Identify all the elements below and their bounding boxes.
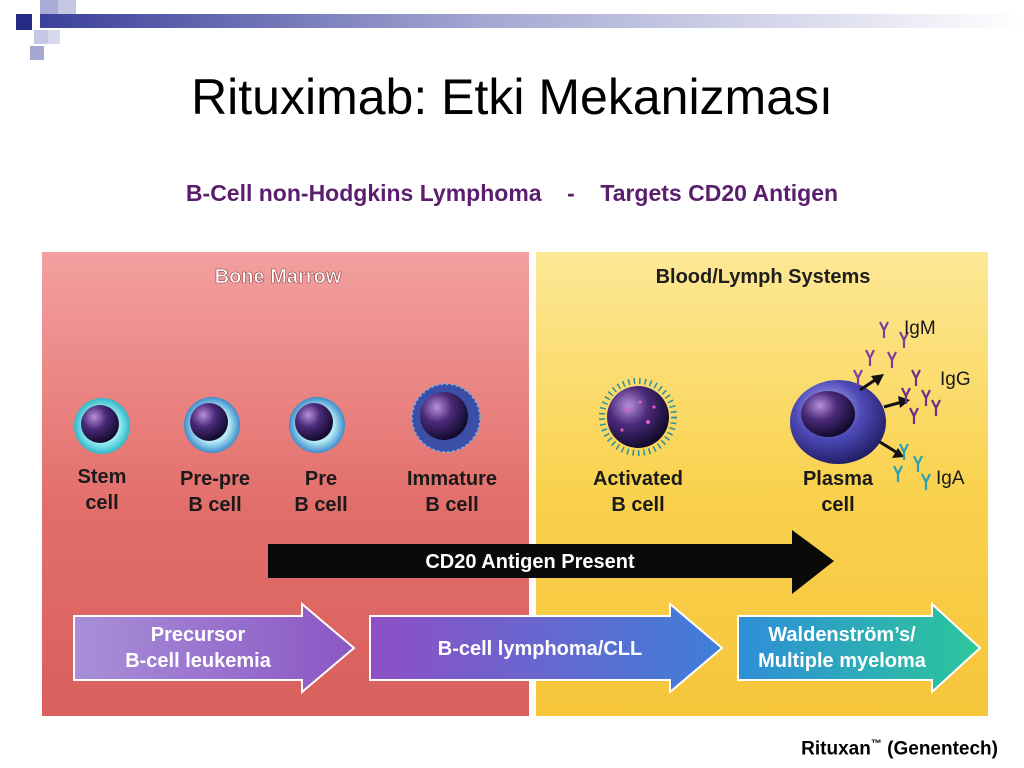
precursor-leukemia-arrow: Precursor B-cell leukemia xyxy=(73,601,356,695)
activated-b-cell-label-line2: B cell xyxy=(611,494,664,516)
stem-cell-label-line1: Stem xyxy=(78,466,127,488)
activated-b-cell-icon xyxy=(599,378,677,456)
stem-cell-icon xyxy=(74,398,130,454)
footer-brand: Rituxan xyxy=(801,738,871,760)
blood-lymph-title: Blood/Lymph Systems xyxy=(656,266,871,288)
pre-pre-b-cell-label-line2: B cell xyxy=(188,494,241,516)
lymphoma-arrow-label: B-cell lymphoma/CLL xyxy=(438,638,642,660)
plasma-cell-label-line1: Plasma xyxy=(803,468,874,490)
precursor-arrow-line1: Precursor xyxy=(151,624,246,646)
iga-antibodies-icon xyxy=(893,443,931,490)
immature-b-cell-icon xyxy=(411,383,481,453)
waldenstrom-myeloma-arrow: Waldenström’s/ Multiple myeloma xyxy=(737,601,982,695)
pre-pre-b-cell-icon xyxy=(184,397,240,453)
igg-antibodies-icon xyxy=(901,369,941,424)
cd20-antigen-arrow: CD20 Antigen Present xyxy=(268,530,834,594)
b-cell-development-diagram: Bone Marrow Blood/Lymph Systems xyxy=(42,252,988,716)
igm-antibodies-icon xyxy=(853,321,909,386)
cd20-arrow-label: CD20 Antigen Present xyxy=(425,551,635,573)
waldenstrom-arrow-line1: Waldenström’s/ xyxy=(768,624,916,646)
plasma-cell-label-line2: cell xyxy=(821,494,854,516)
iga-label: IgA xyxy=(936,468,965,489)
stem-cell-label-line2: cell xyxy=(85,492,118,514)
precursor-arrow-line2: B-cell leukemia xyxy=(125,650,272,672)
pre-pre-b-cell-label-line1: Pre-pre xyxy=(180,468,250,490)
plasma-cell-icon xyxy=(790,380,886,464)
lymphoma-cll-arrow: B-cell lymphoma/CLL xyxy=(369,601,724,695)
immature-b-cell-label-line1: Immature xyxy=(407,468,497,490)
trademark-symbol: ™ xyxy=(870,738,882,750)
igm-label: IgM xyxy=(904,318,936,339)
pre-b-cell-label-line2: B cell xyxy=(294,494,347,516)
pre-b-cell-icon xyxy=(289,397,345,453)
immature-b-cell-label-line2: B cell xyxy=(425,494,478,516)
footer-credit: Rituxan™ (Genentech) xyxy=(801,738,998,760)
waldenstrom-arrow-line2: Multiple myeloma xyxy=(758,650,927,672)
corner-decoration xyxy=(0,0,1024,60)
bone-marrow-title: Bone Marrow xyxy=(215,266,342,288)
activated-b-cell-label-line1: Activated xyxy=(593,468,683,490)
slide-subtitle: B-Cell non-Hodgkins Lymphoma - Targets C… xyxy=(185,180,839,206)
pre-b-cell-label-line1: Pre xyxy=(305,468,337,490)
slide-title: Rituximab: Etki Mekanizması xyxy=(191,69,833,125)
footer-company: (Genentech) xyxy=(887,738,998,760)
igg-label: IgG xyxy=(940,369,971,390)
